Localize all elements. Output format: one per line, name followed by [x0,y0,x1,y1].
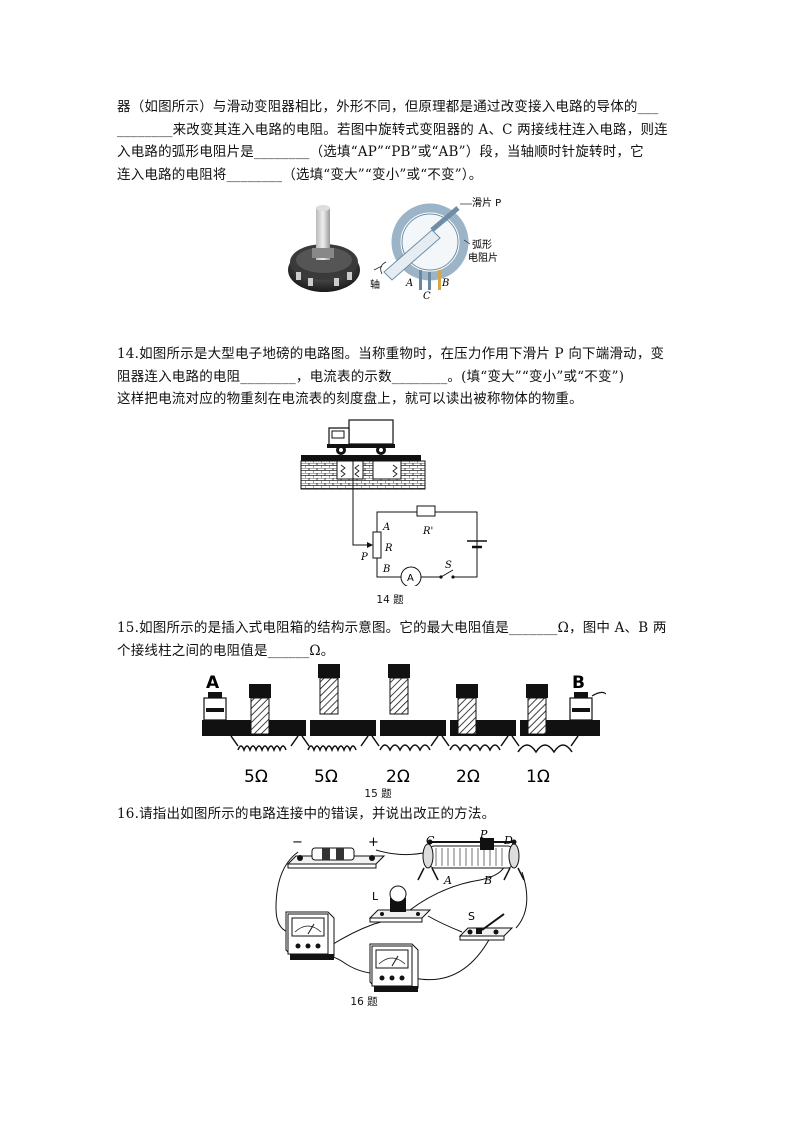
label-b: B [382,564,390,575]
scale-platform [301,455,421,461]
switch-s [458,913,514,941]
q15-figure: A B 5Ω 5Ω 2Ω 2Ω 1Ω [202,664,606,787]
truck-icon [327,419,395,455]
q13-text: 器（如图所示）与滑动变阻器相比，外形不同，但原理都是通过改变接入电路的导体的__… [117,96,681,186]
coil-label-3: 2Ω [386,767,410,787]
q13-line-3: 入电路的弧形电阻片是________（选填“AP”“PB”或“AB”）段，当轴顺… [117,144,644,160]
battery-minus-label: − [292,835,303,850]
q16-line-1: 16.请指出如图所示的电路连接中的错误，并说出改正的方法。 [117,806,496,822]
plug-5 [526,684,548,735]
spring-icon [340,464,360,478]
terminal-a-icon [203,692,227,721]
q13-line-1: 器（如图所示）与滑动变阻器相比，外形不同，但原理都是通过改变接入电路的导体的__… [117,99,659,115]
rheostat-schematic: 滑片 P 弧形 电阻片 轴 A C B [370,196,501,302]
q13-line-4: 连入电路的电阻将________（选填“变大”“变小”或“不变”）。 [117,166,483,183]
q15-caption: 15 题 [364,788,392,800]
q16-caption: 16 题 [350,996,378,1008]
slider-p-label: 滑片 P [472,196,501,209]
resistor-r-prime [416,505,436,517]
q15-text: 15.如图所示的是插入式电阻箱的结构示意图。它的最大电阻值是_______Ω，图… [117,617,681,662]
q16-figure: − + C P D A B [275,828,528,992]
terminal-c-label: C [423,291,431,302]
voltmeter-bottom [369,943,419,992]
terminal-a-label: A [405,278,413,289]
label-p: P [360,552,368,563]
q15-line-1: 15.如图所示的是插入式电阻箱的结构示意图。它的最大电阻值是_______Ω，图… [117,620,667,636]
plug-1 [249,684,271,735]
q14-line-2: 阻器连入电路的电阻________，电流表的示数________。(填“变大”“… [117,368,625,385]
q13-line-2: ________来改变其连入电路的电阻。若图中旋转式变阻器的 A、C 两接线柱连… [117,121,668,138]
coil-label-2: 5Ω [314,767,338,787]
rheostat-photo [282,190,364,308]
q14-caption: 14 题 [376,594,404,606]
q15-line-2: 个接线柱之间的电阻值是______Ω。 [117,642,335,659]
plug-3 [388,664,410,715]
rheostat-d-label: D [503,834,513,847]
switch-s [440,569,454,578]
label-r-prime: R' [422,526,433,537]
coil-label-1: 5Ω [244,767,268,787]
rheostat-r [372,531,382,559]
rheostat-b-label: B [483,874,492,887]
slider-arrow-icon [367,542,373,548]
q13-figure: 滑片 P 弧形 电阻片 轴 A C B [282,190,501,308]
terminal-b-icon [569,691,606,721]
q14-text: 14.如图所示是大型电子地磅的电路图。当称重物时，在压力作用下滑片 P 向下端滑… [117,343,681,411]
coil-label-4: 2Ω [456,767,480,787]
terminal-b-label: B [572,673,585,693]
axis-label: 轴 [370,278,380,291]
plug-2 [318,664,340,715]
battery-box [286,847,386,869]
label-a: A [382,522,390,533]
q14-line-3: 这样把电流对应的物重刻在电流表的刻度盘上，就可以读出被称物体的物重。 [117,391,583,407]
rheostat-a-label: A [443,874,452,887]
terminal-a-label: A [206,673,220,693]
q14-line-1: 14.如图所示是大型电子地磅的电路图。当称重物时，在压力作用下滑片 P 向下端滑… [117,346,665,362]
switch-label: S [468,910,475,923]
ammeter-label: A [407,573,414,584]
ammeter-left [285,911,335,960]
label-r: R [384,543,393,554]
lamp-l [368,885,432,923]
coil-label-5: 1Ω [526,767,550,787]
weighbridge-circuit: A R P B R' S A [352,505,487,586]
resistance-coils [230,735,579,754]
rheostat-c-label: C [426,834,435,847]
q14-figure: A R P B R' S A [300,419,487,586]
battery-plus-label: + [368,835,379,850]
plug-4 [456,684,478,735]
label-s: S [445,560,452,571]
terminal-b-label: B [441,278,449,289]
lamp-label: L [372,890,379,903]
rheostat-p-label: P [479,828,488,841]
arc-label-line2: 电阻片 [468,251,498,264]
arc-label-line1: 弧形 [472,238,492,251]
q16-text: 16.请指出如图所示的电路连接中的错误，并说出改正的方法。 [117,803,681,826]
slide-rheostat [417,838,525,881]
